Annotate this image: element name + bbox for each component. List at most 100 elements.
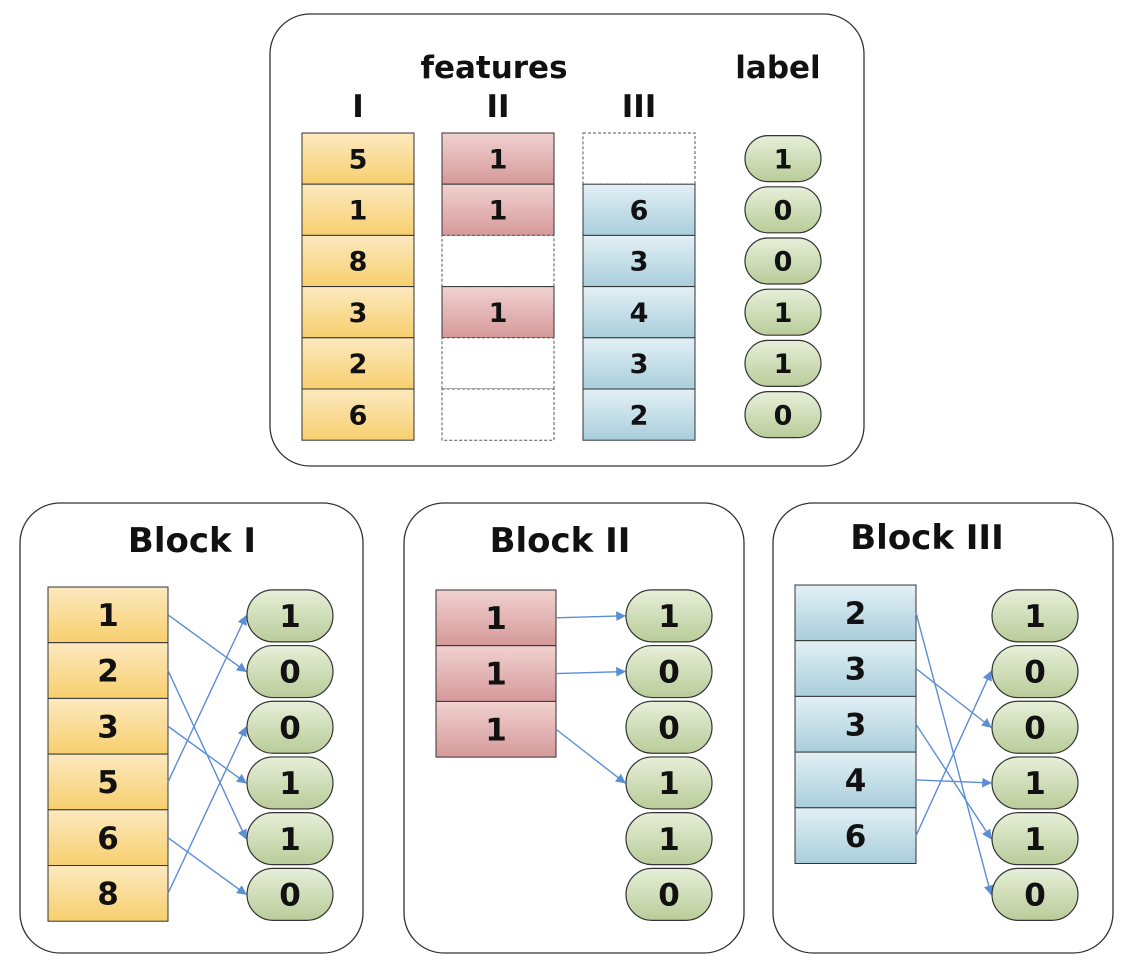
block-panel-II: Block II 1 1 1 1 0 0 1 1 0 [403, 502, 745, 954]
cell-value: 6 [97, 821, 119, 857]
feature-cell-II: 1 [441, 286, 555, 339]
label-value: 1 [774, 298, 793, 329]
col-header-III: III [622, 89, 657, 125]
cell-value: 5 [349, 144, 368, 175]
link-arrow [167, 837, 247, 895]
link-arrow [555, 666, 626, 677]
cell-value: 1 [485, 601, 507, 637]
label-value: 1 [774, 144, 793, 175]
label-value: 0 [658, 710, 680, 746]
block-value-cell: 6 [47, 809, 169, 866]
label-value: 0 [774, 247, 793, 278]
block-value-cell: 3 [794, 640, 917, 697]
label-pill: 1 [744, 339, 822, 387]
block-value-cell: 3 [794, 695, 917, 753]
label-value: 0 [774, 400, 793, 431]
cell-value: 3 [97, 709, 119, 745]
label-pill: 0 [744, 186, 822, 234]
label-pill: 0 [744, 391, 822, 439]
label-pill: 1 [744, 135, 822, 183]
link-arrow [555, 728, 626, 784]
label-pill: 0 [246, 867, 334, 921]
feature-cell-II [441, 388, 555, 441]
label-value: 1 [658, 822, 680, 858]
block-value-cell: 4 [794, 751, 917, 809]
label-value: 0 [658, 655, 680, 691]
feature-cell-II: 1 [441, 132, 555, 185]
feature-cell-I: 6 [301, 388, 415, 441]
block-value-cell: 5 [47, 753, 169, 811]
block-value-cell: 1 [47, 586, 169, 644]
top-label-cells: 1 0 0 1 1 0 [744, 135, 822, 439]
cell-value: 6 [630, 196, 649, 227]
block-value-cell: 2 [47, 642, 169, 699]
label-value: 1 [279, 766, 301, 802]
label-pill: 0 [991, 700, 1079, 754]
label-value: 0 [1024, 710, 1046, 746]
feature-cell-II [441, 234, 555, 288]
label-pill: 1 [246, 589, 334, 643]
cell-value: 1 [489, 196, 508, 227]
cell-value: 3 [630, 349, 649, 380]
cell-value: 1 [349, 196, 368, 227]
block-value-cell: 1 [435, 645, 557, 702]
features-title: features [420, 50, 567, 86]
label-pill: 1 [625, 756, 713, 810]
label-pill: 1 [744, 288, 822, 336]
cell-value: 2 [97, 654, 119, 690]
label-value: 1 [1024, 599, 1046, 635]
block-title: Block II [490, 521, 631, 561]
feature-cell-I: 3 [301, 286, 415, 339]
cell-value: 3 [845, 707, 867, 743]
block-links [555, 611, 626, 784]
block-value-cells: 1 2 3 5 6 8 [47, 586, 169, 922]
feature-cell-III: 3 [582, 234, 696, 288]
cell-value: 3 [845, 652, 867, 688]
label-value: 1 [279, 599, 301, 635]
label-value: 1 [279, 822, 301, 858]
label-pill: 1 [246, 812, 334, 866]
feature-cell-I: 1 [301, 183, 415, 236]
label-pill: 1 [625, 589, 713, 643]
label-value: 1 [658, 766, 680, 802]
label-value: 0 [279, 655, 301, 691]
cell-value: 1 [485, 712, 507, 748]
link-arrow [915, 667, 992, 728]
label-pill: 0 [246, 644, 334, 699]
feature-cell-II: 1 [441, 183, 555, 236]
link-arrow [555, 611, 626, 622]
label-pill: 1 [246, 756, 334, 810]
link-arrow [167, 614, 247, 783]
feature-cell-I: 2 [301, 337, 415, 390]
feature-cell-III: 6 [582, 183, 696, 236]
label-pill: 1 [991, 812, 1079, 866]
label-value: 1 [774, 349, 793, 380]
label-value: 0 [1024, 878, 1046, 914]
label-pill: 0 [625, 867, 713, 921]
cell-value: 6 [349, 400, 368, 431]
link-arrow [915, 777, 992, 788]
label-value: 1 [1024, 766, 1046, 802]
block-links [915, 612, 994, 896]
label-pill: 1 [991, 756, 1079, 810]
label-pill: 0 [625, 700, 713, 754]
label-value: 0 [1024, 655, 1046, 691]
cell-value: 6 [845, 819, 867, 855]
block-value-cell: 6 [794, 807, 917, 864]
feature-cell-III: 3 [582, 337, 696, 390]
block-value-cell: 3 [47, 697, 169, 755]
label-pill: 0 [991, 867, 1079, 921]
block-links [167, 614, 247, 895]
cell-value: 8 [349, 247, 368, 278]
label-pill: 0 [625, 644, 713, 699]
block-value-cell: 8 [47, 865, 169, 922]
block-value-cells: 1 1 1 [435, 589, 557, 758]
label-pill: 0 [744, 237, 822, 285]
block-title: Block III [850, 518, 1003, 558]
cell-value: 2 [349, 349, 368, 380]
